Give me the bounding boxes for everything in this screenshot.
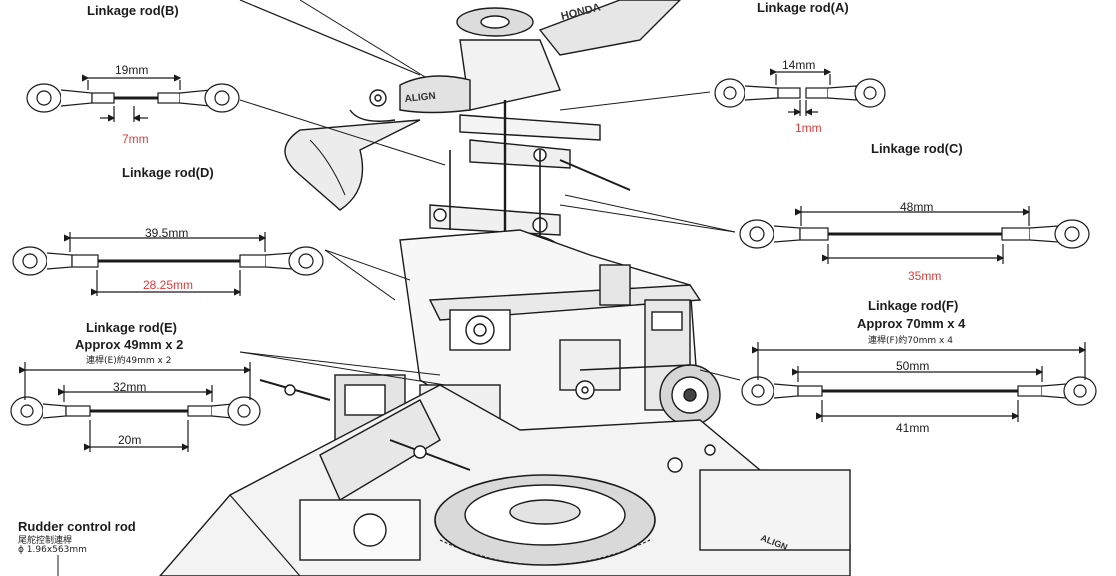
rod-e-chinese: 連桿(E)約49mm x 2 [86, 356, 172, 366]
rod-c-title: Linkage rod(C) [871, 141, 963, 156]
rod-f-inner-dim: 41mm [896, 421, 930, 435]
rod-e-approx: Approx 49mm x 2 [75, 337, 184, 352]
rod-e-title: Linkage rod(E) [86, 320, 178, 335]
rod-d-title: Linkage rod(D) [122, 165, 214, 180]
rod-f-chinese: 連桿(F)約70mm x 4 [868, 336, 953, 346]
rod-d-inner-dim: 28.25mm [143, 278, 194, 292]
leader-lines [57, 91, 741, 576]
main-blade-left [284, 119, 421, 211]
rod-a-drawing [714, 68, 886, 116]
rod-f-drawing [741, 342, 1097, 422]
rod-c-inner-dim: 35mm [908, 269, 942, 283]
rod-a-inner-dim: 1mm [795, 121, 822, 135]
rod-a-outer-dim: 14mm [782, 58, 816, 72]
main-blade-right [538, 0, 681, 56]
rod-f-outer-dim: 50mm [896, 359, 930, 373]
head-brand-text: ALIGN [404, 91, 436, 105]
rod-d-drawing [12, 232, 324, 296]
rod-b-inner-dim: 7mm [122, 132, 149, 146]
rudder-rod-spec: ϕ 1.96x563mm [18, 545, 87, 555]
rod-e-inner-dim: 20m [118, 433, 142, 447]
rudder-rod-title: Rudder control rod [18, 519, 136, 534]
helicopter-illustration: HONDA ALIGN [159, 0, 851, 576]
rod-e-outer-dim: 32mm [113, 380, 147, 394]
rod-f-approx: Approx 70mm x 4 [857, 316, 966, 331]
rod-d-outer-dim: 39.5mm [145, 226, 189, 240]
rod-b-outer-dim: 19mm [115, 63, 149, 77]
rudder-rod-chinese: 尾舵控制連桿 [18, 536, 73, 546]
rod-c-drawing [739, 206, 1090, 264]
rod-e-drawing [10, 362, 261, 452]
rod-b-drawing [26, 74, 240, 122]
rod-b-title: Linkage rod(B) [87, 3, 179, 18]
rod-c-outer-dim: 48mm [900, 200, 934, 214]
rod-f-title: Linkage rod(F) [868, 298, 959, 313]
rod-a-title: Linkage rod(A) [757, 0, 849, 15]
